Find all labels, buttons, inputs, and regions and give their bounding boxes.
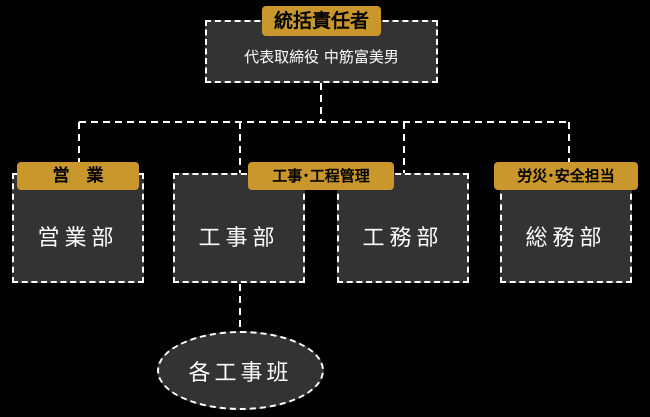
dept-box-construction: 工事部 — [173, 173, 305, 283]
dept-box-general-affairs: 総務部 — [500, 173, 632, 283]
top-manager-person: 代表取締役 中筋富美男 — [244, 48, 399, 66]
dept-name-construction: 工事部 — [198, 226, 280, 251]
dept-name-general-affairs: 総務部 — [525, 226, 607, 251]
teams-label: 各工事班 — [188, 360, 293, 386]
top-manager-label: 統括責任者 — [262, 6, 381, 36]
group-label-construction: 工事･工程管理 — [248, 162, 394, 190]
dept-box-engineering: 工務部 — [337, 173, 469, 283]
group-label-general: 労災･安全担当 — [494, 162, 638, 190]
teams-oval: 各工事班 — [157, 331, 324, 410]
dept-name-sales: 営業部 — [37, 226, 119, 251]
dept-box-sales: 営業部 — [12, 173, 144, 283]
dept-name-engineering: 工務部 — [362, 226, 444, 251]
group-label-sales: 営 業 — [17, 162, 139, 190]
